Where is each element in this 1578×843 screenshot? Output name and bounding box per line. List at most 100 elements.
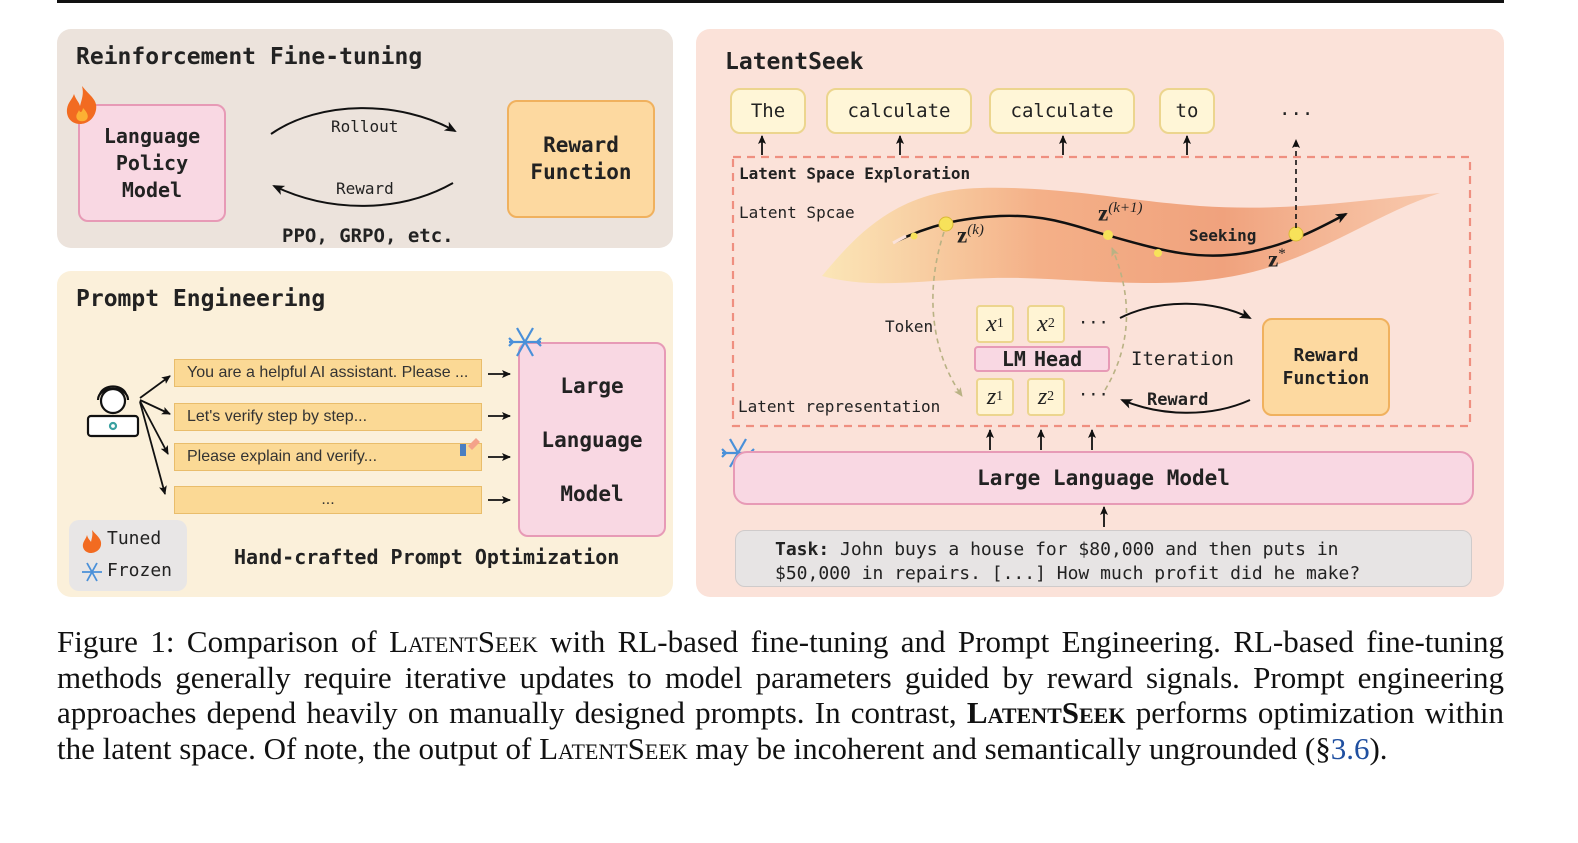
latent-exploration-label: Latent Space Exploration — [739, 164, 971, 183]
point-zk1 — [1103, 230, 1113, 240]
ls-reward-arrow — [1120, 399, 1251, 414]
z1-sub: 1 — [996, 389, 1004, 404]
token-up-arrows — [758, 135, 1191, 155]
legend: Tuned Frozen — [69, 520, 187, 591]
lm-head-box: LM Head — [974, 346, 1110, 372]
rollout-arrow — [270, 107, 457, 135]
caption-name-2: LatentSeek — [966, 695, 1126, 730]
zk-base: z — [957, 222, 968, 248]
legend-tuned: Tuned — [107, 528, 162, 549]
rl-title: Reinforcement Fine-tuning — [76, 44, 423, 70]
reward-function-box: Reward Function — [507, 100, 655, 218]
reward-label: Reward — [336, 179, 394, 198]
zk1-base: z — [1098, 200, 1109, 226]
ls-llm-label: Large Language Model — [977, 466, 1230, 490]
rl-methods: PPO, GRPO, etc. — [282, 225, 454, 247]
z1-base: z — [986, 383, 997, 410]
pe-subtitle: Hand-crafted Prompt Optimization — [234, 545, 620, 569]
reward-fn-label-2: Function — [530, 160, 632, 184]
iteration-arrow — [1119, 302, 1252, 319]
legend-frozen: Frozen — [107, 560, 173, 581]
x-ellipsis: ··· — [1078, 313, 1109, 333]
figure-caption: Figure 1: Comparison of LatentSeek with … — [57, 624, 1504, 766]
x2-sub: 2 — [1047, 316, 1055, 331]
z2-sub: 2 — [1047, 389, 1055, 404]
top-rule — [57, 0, 1504, 3]
llm-box-pe: Large Language Model — [518, 342, 666, 537]
llm-pe-label-1: Large — [560, 373, 624, 398]
prompt-3: Please explain and verify... — [174, 443, 482, 471]
policy-label-3: Model — [121, 177, 183, 202]
output-token-3: calculate — [989, 88, 1135, 134]
llm-up-arrows — [986, 429, 1108, 527]
point-small-1 — [910, 232, 918, 240]
iteration-label: Iteration — [1131, 348, 1234, 370]
edit-icon — [460, 438, 480, 456]
token-dashed-curve — [932, 231, 963, 397]
z2-base: z — [1037, 383, 1048, 410]
latent-space-ribbon — [822, 187, 1440, 284]
x1-base: x — [986, 310, 997, 337]
output-token-ellipsis: ... — [1279, 98, 1314, 120]
z-ellipsis: ··· — [1078, 385, 1109, 405]
pe-title: Prompt Engineering — [76, 286, 326, 312]
token-label: Token — [885, 317, 934, 336]
llm-pe-label-3: Model — [560, 481, 624, 506]
latent-space-label: Latent Spcae — [739, 203, 855, 222]
task-box: Task: John buys a house for $80,000 and … — [735, 530, 1472, 587]
task-line-1: John buys a house for $80,000 and then p… — [829, 539, 1339, 560]
zstar-sup: * — [1278, 246, 1286, 262]
caption-part-2: performs optimization within the latent … — [57, 695, 1504, 766]
caption-name-1: LatentSeek — [389, 624, 538, 659]
prompt-1: You are a helpful AI assistant. Please .… — [174, 359, 482, 387]
reward-arrow — [272, 182, 454, 207]
point-small-2 — [1154, 249, 1162, 257]
latent-exploration-frame — [731, 155, 1472, 428]
legend-flame-icon — [82, 530, 102, 553]
point-zstar — [1288, 226, 1304, 242]
rollout-label: Rollout — [331, 117, 399, 136]
point-zk — [938, 216, 954, 232]
caption-lead: Figure 1: Comparison of — [57, 624, 390, 659]
ls-llm-box: Large Language Model — [733, 451, 1474, 505]
lm-label: LM — [1001, 347, 1026, 371]
reward-fn-label-1: Reward — [543, 133, 619, 157]
ls-reward-label: Reward — [1147, 390, 1209, 410]
latent-dashed-curve — [1104, 247, 1128, 391]
trajectory-gap — [892, 234, 907, 245]
user-laptop-icon — [86, 385, 140, 438]
zstar-base: z — [1268, 246, 1279, 272]
ls-reward-fn-label-1: Reward — [1293, 345, 1359, 366]
output-token-2: calculate — [826, 88, 972, 134]
section-reference-link[interactable]: 3.6 — [1330, 730, 1370, 766]
prompt-2: Let's verify step by step... — [174, 403, 482, 431]
llm-pe-label-2: Language — [541, 427, 643, 452]
output-token-1: The — [730, 88, 806, 134]
zstar-label: z* — [1268, 246, 1286, 273]
latent-representation-label: Latent representation — [738, 397, 941, 416]
caption-part-1: with RL-based fine-tuning and Prompt Eng… — [57, 624, 1504, 730]
prompt-fan-arrows — [139, 375, 171, 495]
zk-label: z(k) — [957, 222, 984, 249]
caption-part-3: may be incoherent and semantically ungro… — [687, 730, 1331, 766]
latentseek-title: LatentSeek — [725, 49, 864, 75]
task-line-2: $50,000 in repairs. [...] How much profi… — [775, 563, 1361, 584]
seeking-label: Seeking — [1189, 226, 1257, 245]
policy-label-1: Language — [103, 123, 201, 148]
head-label: Head — [1033, 347, 1083, 371]
ls-reward-fn-label-2: Function — [1282, 368, 1370, 389]
zk1-label: z(k+1) — [1098, 200, 1143, 227]
x2-base: x — [1037, 310, 1048, 337]
caption-name-3: LatentSeek — [539, 730, 688, 766]
prompt-to-llm-arrows — [488, 370, 511, 504]
zk-sup: (k) — [967, 222, 984, 238]
task-label: Task: — [775, 539, 830, 560]
legend-snowflake-icon — [82, 562, 102, 582]
snowflake-icon-pe — [508, 327, 542, 357]
x1-sub: 1 — [996, 316, 1004, 331]
